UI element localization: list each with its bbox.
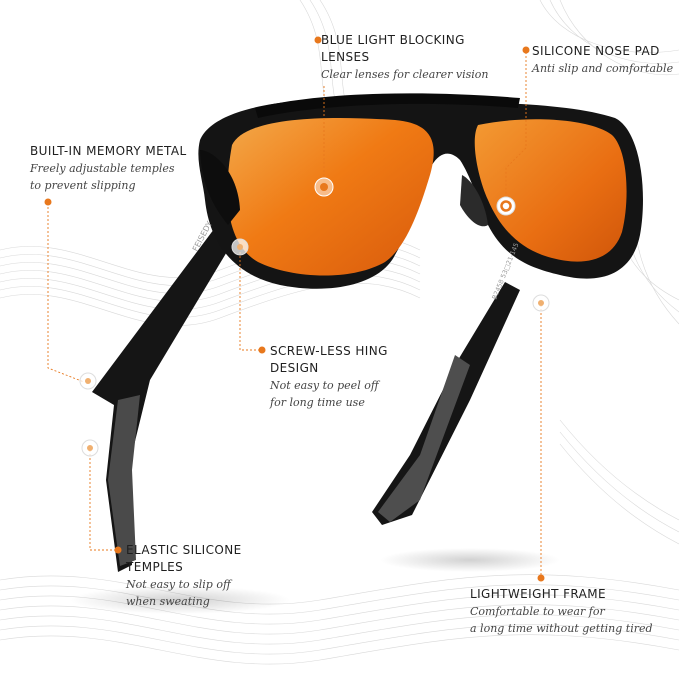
- top-bar: [255, 93, 520, 118]
- connector-memory-metal: [47, 203, 85, 383]
- feature-frame-title: LIGHTWEIGHT FRAME: [470, 587, 607, 601]
- feature-temples-sub-2: when sweating: [126, 595, 210, 608]
- feature-frame-sub-1: Comfortable to wear for: [470, 605, 605, 618]
- feature-temples: ELASTIC SILICONE TEMPLES Not easy to sli…: [126, 542, 242, 610]
- feature-memory-metal-sub-1: Freely adjustable temples: [30, 162, 175, 175]
- right-lens: [474, 119, 627, 262]
- feature-frame: LIGHTWEIGHT FRAME Comfortable to wear fo…: [470, 586, 653, 637]
- connector-hinge: [239, 248, 262, 351]
- feature-hinge-sub-1: Not easy to peel off: [270, 379, 379, 392]
- dot-frame: [537, 574, 545, 582]
- feature-nose-pad-title: SILICONE NOSE PAD: [532, 44, 660, 58]
- feature-frame-sub-2: a long time without getting tired: [470, 622, 653, 635]
- marker-nose-pad[interactable]: [496, 196, 516, 216]
- dot-temples: [114, 546, 122, 554]
- left-lens: [227, 118, 434, 276]
- feature-memory-metal-title: BUILT-IN MEMORY METAL: [30, 144, 187, 158]
- feature-nose-pad-sub: Anti slip and comfortable: [532, 62, 674, 75]
- left-temple-tip: [108, 395, 140, 566]
- dot-memory-metal: [44, 198, 52, 206]
- feature-lenses: BLUE LIGHT BLOCKING LENSES Clear lenses …: [321, 32, 489, 83]
- feature-memory-metal: BUILT-IN MEMORY METAL Freely adjustable …: [30, 143, 187, 194]
- feature-lenses-title-2: LENSES: [321, 50, 370, 64]
- feature-hinge-title-2: DESIGN: [270, 361, 319, 375]
- feature-hinge: SCREW-LESS HING DESIGN Not easy to peel …: [270, 343, 388, 411]
- nose-pad: [460, 175, 488, 227]
- dot-hinge: [258, 346, 266, 354]
- feature-memory-metal-sub-2: to prevent slipping: [30, 179, 136, 192]
- feature-nose-pad: SILICONE NOSE PAD Anti slip and comforta…: [532, 43, 673, 77]
- feature-temples-sub-1: Not easy to slip off: [126, 578, 231, 591]
- feature-hinge-title-1: SCREW-LESS HING: [270, 344, 388, 358]
- dot-nose-pad: [522, 46, 530, 54]
- feature-lenses-title-1: BLUE LIGHT BLOCKING: [321, 33, 465, 47]
- right-temple-tip: [378, 355, 470, 522]
- dot-lenses: [314, 36, 322, 44]
- left-shadow: [70, 586, 290, 614]
- feature-temples-title-1: ELASTIC SILICONE: [126, 543, 242, 557]
- feature-temples-title-2: TEMPLES: [126, 560, 184, 574]
- right-shadow: [380, 548, 560, 572]
- connector-nose-pad: [505, 52, 527, 205]
- left-hinge: [200, 150, 240, 225]
- feature-lenses-sub-1: Clear lenses for clearer vision: [321, 68, 489, 81]
- connector-temples: [89, 450, 118, 551]
- feature-hinge-sub-2: for long time use: [270, 396, 365, 409]
